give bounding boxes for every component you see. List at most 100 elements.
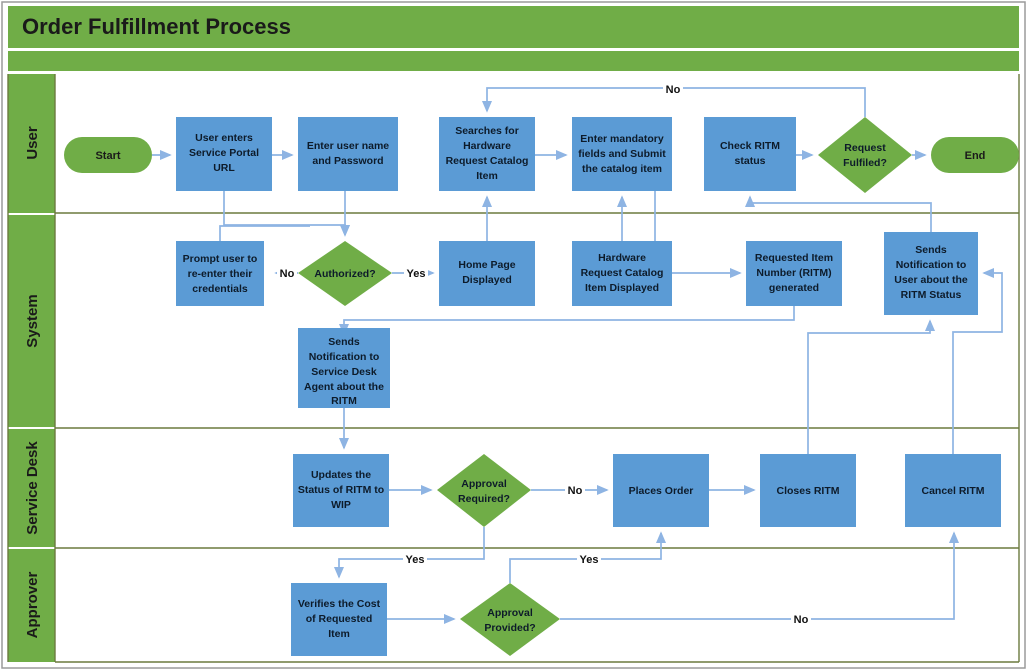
edge-approval-provided-no	[560, 531, 960, 620]
svg-text:Request: Request	[844, 142, 886, 154]
lane-header-service-desk	[8, 429, 55, 547]
svg-text:Required?: Required?	[458, 493, 510, 505]
svg-text:Hardware: Hardware	[598, 252, 646, 264]
lane-label-service-desk: Service Desk	[24, 441, 41, 535]
svg-text:Authorized?: Authorized?	[314, 268, 375, 280]
node-user-enters-url[interactable]: User enters Service Portal URL	[176, 117, 272, 191]
svg-text:Displayed: Displayed	[462, 274, 512, 286]
lane-header-approver	[8, 549, 55, 662]
svg-text:and Password: and Password	[312, 155, 383, 167]
svg-text:Closes RITM: Closes RITM	[776, 485, 839, 497]
svg-text:URL: URL	[213, 162, 235, 174]
svg-text:Check RITM: Check RITM	[720, 140, 780, 152]
svg-text:Notification to: Notification to	[309, 351, 380, 363]
svg-text:Enter user name: Enter user name	[307, 140, 389, 152]
svg-text:Searches for: Searches for	[455, 125, 519, 137]
svg-text:Home Page: Home Page	[458, 259, 515, 271]
svg-text:Sends: Sends	[915, 244, 947, 256]
edge-prompt-back-up	[219, 225, 310, 241]
node-closes-ritm[interactable]: Closes RITM	[760, 454, 856, 527]
svg-text:Service Portal: Service Portal	[189, 147, 259, 159]
node-request-fulfilled[interactable]: Request Fulfiled?	[818, 117, 912, 193]
node-start[interactable]: Start	[64, 137, 152, 173]
svg-text:the catalog item: the catalog item	[582, 163, 662, 175]
svg-text:Item: Item	[328, 628, 350, 640]
node-verifies-cost[interactable]: Verifies the Cost of Requested Item	[291, 583, 387, 656]
svg-text:Places Order: Places Order	[629, 485, 694, 497]
svg-text:Approval: Approval	[461, 478, 507, 490]
header-strip	[8, 51, 1019, 71]
edge-closes-to-notify-user	[807, 319, 936, 454]
page-title: Order Fulfillment Process	[22, 14, 291, 39]
svg-text:generated: generated	[769, 282, 819, 294]
lane-header-user	[8, 74, 55, 213]
node-approval-required[interactable]: Approval Required?	[437, 454, 531, 527]
edge-label-layer: No No Yes No Yes Yes No	[277, 82, 811, 626]
svg-text:User about the: User about the	[894, 274, 968, 286]
edge-ritm-to-notify-sd	[338, 306, 795, 336]
node-sends-notification-user[interactable]: Sends Notification to User about the RIT…	[884, 232, 978, 315]
node-searches-catalog-item[interactable]: Searches for Hardware Request Catalog It…	[439, 117, 535, 191]
svg-text:Notification to: Notification to	[896, 259, 967, 271]
svg-text:of Requested: of Requested	[306, 613, 373, 625]
svg-text:Hardware: Hardware	[463, 140, 511, 152]
svg-text:User enters: User enters	[195, 132, 253, 144]
svg-text:status: status	[735, 155, 766, 167]
node-hardware-catalog-displayed[interactable]: Hardware Request Catalog Item Displayed	[572, 241, 672, 306]
svg-text:RITM: RITM	[331, 395, 357, 407]
node-enter-username-password[interactable]: Enter user name and Password	[298, 117, 398, 191]
node-authorized[interactable]: Authorized?	[298, 241, 392, 306]
title-band	[8, 6, 1019, 48]
svg-text:RITM Status: RITM Status	[901, 289, 962, 301]
edge-label-no-approval-not-required: No	[568, 485, 583, 497]
node-enter-mandatory-fields[interactable]: Enter mandatory fields and Submit the ca…	[572, 117, 672, 191]
edge-label-no-not-authorized: No	[280, 268, 295, 280]
svg-text:Status of RITM to: Status of RITM to	[298, 484, 384, 496]
svg-text:credentials: credentials	[192, 283, 248, 295]
svg-text:Verifies the Cost: Verifies the Cost	[298, 598, 381, 610]
svg-text:Sends: Sends	[328, 336, 360, 348]
lane-header-system	[8, 215, 55, 427]
lane-label-user: User	[24, 126, 41, 160]
lane-label-system: System	[24, 294, 41, 347]
node-cancel-ritm[interactable]: Cancel RITM	[905, 454, 1001, 527]
svg-text:Provided?: Provided?	[484, 622, 535, 634]
node-home-page-displayed[interactable]: Home Page Displayed	[439, 241, 535, 306]
lane-label-approver: Approver	[24, 572, 41, 639]
node-prompt-reenter-credentials[interactable]: Prompt user to re-enter their credential…	[176, 241, 264, 306]
edge-label-no-not-fulfilled: No	[666, 84, 681, 96]
edge-label-yes-approval-required: Yes	[406, 554, 425, 566]
edge-notify-user-to-check	[744, 195, 932, 232]
node-places-order[interactable]: Places Order	[613, 454, 709, 527]
node-end[interactable]: End	[931, 137, 1019, 173]
node-updates-status-wip[interactable]: Updates the Status of RITM to WIP	[293, 454, 389, 527]
svg-text:Request Catalog: Request Catalog	[581, 267, 664, 279]
node-approval-provided[interactable]: Approval Provided?	[460, 583, 560, 656]
node-end-label: End	[965, 150, 986, 162]
svg-text:Fulfiled?: Fulfiled?	[843, 157, 887, 169]
svg-text:Approval: Approval	[487, 607, 533, 619]
svg-text:Updates the: Updates the	[311, 469, 371, 481]
svg-text:Number (RITM): Number (RITM)	[756, 267, 831, 279]
svg-text:Prompt user to: Prompt user to	[183, 253, 258, 265]
edge-cancel-to-notify-user	[952, 267, 1003, 454]
svg-text:Cancel RITM: Cancel RITM	[921, 485, 984, 497]
edge-label-yes-approval-provided: Yes	[580, 554, 599, 566]
node-start-label: Start	[95, 150, 120, 162]
svg-text:Service Desk: Service Desk	[311, 366, 377, 378]
svg-text:WIP: WIP	[331, 499, 351, 511]
svg-text:Item Displayed: Item Displayed	[585, 282, 659, 294]
svg-text:fields and Submit: fields and Submit	[578, 148, 666, 160]
node-sends-notification-service-desk[interactable]: Sends Notification to Service Desk Agent…	[298, 328, 390, 408]
node-ritm-generated[interactable]: Requested Item Number (RITM) generated	[746, 241, 842, 306]
svg-text:Requested Item: Requested Item	[755, 252, 833, 264]
node-check-ritm-status[interactable]: Check RITM status	[704, 117, 796, 191]
svg-text:Item: Item	[476, 170, 498, 182]
edge-label-no-approval-not-provided: No	[794, 614, 809, 626]
edge-label-yes-authorized: Yes	[407, 268, 426, 280]
svg-text:Agent about the: Agent about the	[304, 381, 384, 393]
svg-text:Enter mandatory: Enter mandatory	[580, 133, 664, 145]
